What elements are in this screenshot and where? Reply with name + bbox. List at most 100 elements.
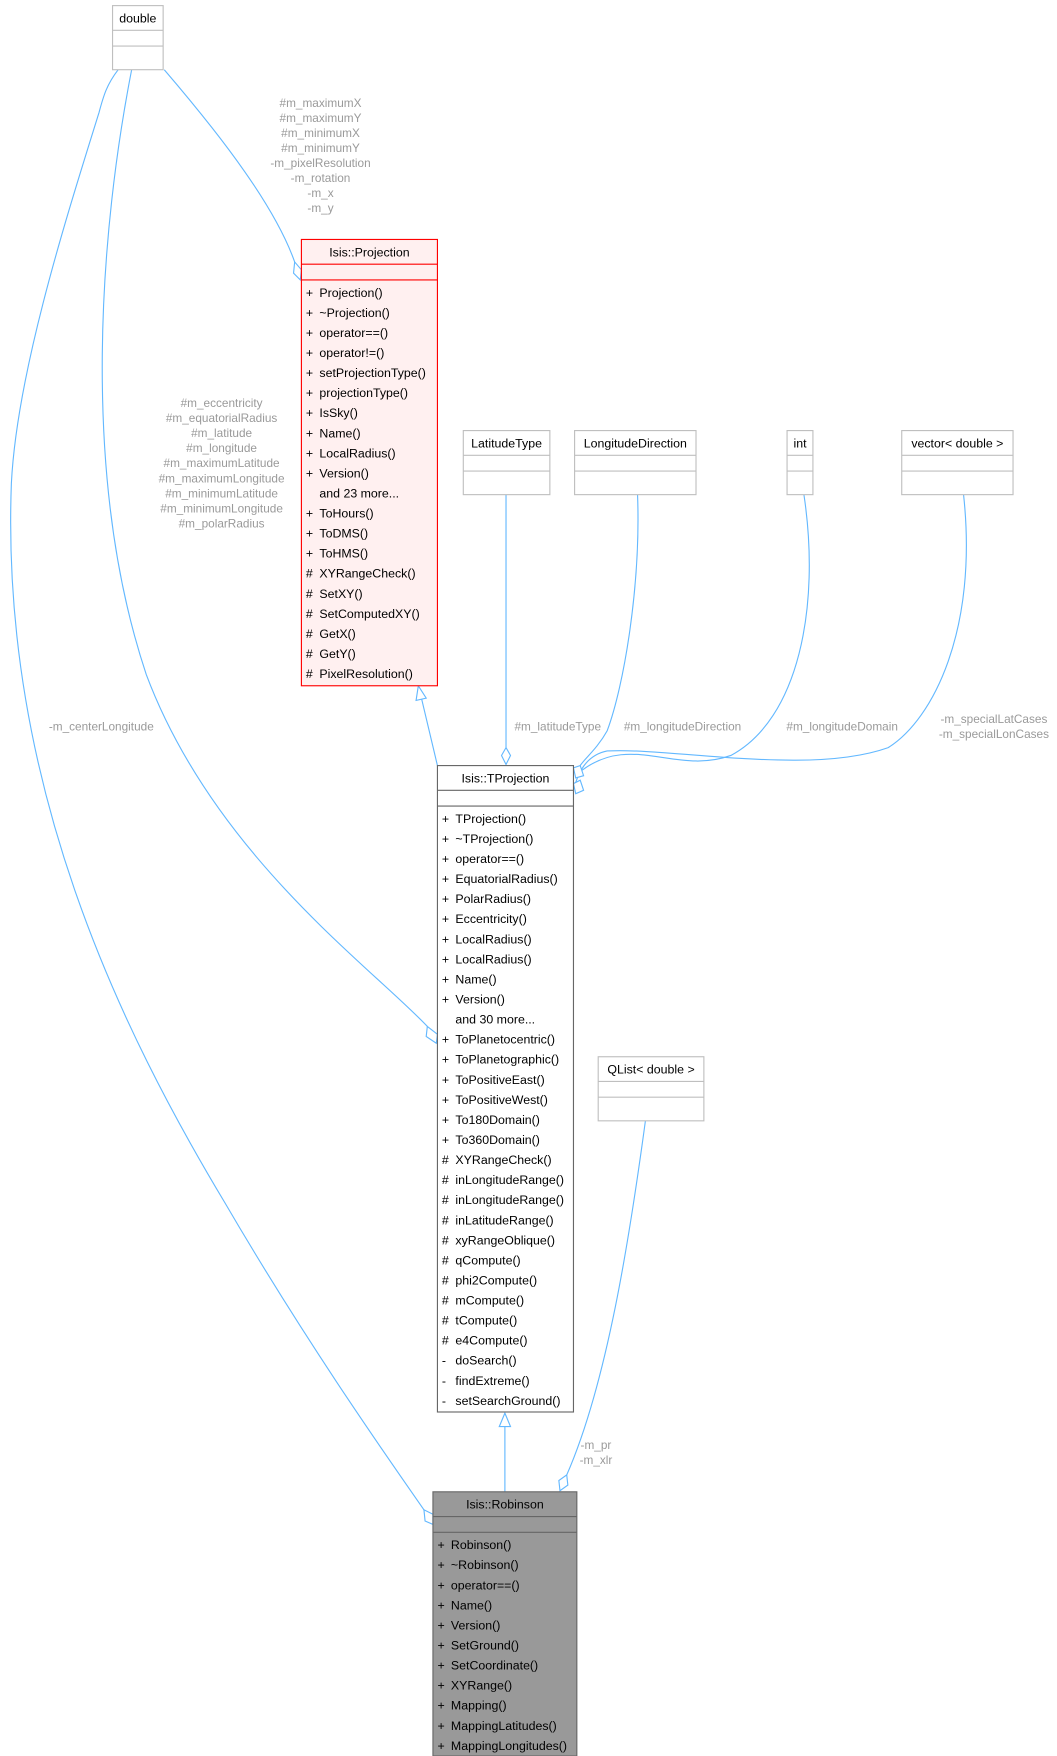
member-name[interactable]: PolarRadius() <box>455 892 531 906</box>
member-name[interactable]: inLatitudeRange() <box>455 1213 553 1227</box>
member-name[interactable]: TProjection() <box>455 812 526 826</box>
member-name[interactable]: EquatorialRadius() <box>455 872 557 886</box>
member-visibility: + <box>306 527 313 541</box>
class-box-vector[interactable]: vector< double > <box>901 430 1014 496</box>
member-visibility: + <box>437 1538 444 1552</box>
member-visibility: + <box>442 952 449 966</box>
class-title[interactable]: Isis::Robinson <box>466 1498 544 1512</box>
member-name[interactable]: e4Compute() <box>455 1334 527 1348</box>
class-box-frame <box>597 1056 705 1122</box>
class-title[interactable]: LatitudeType <box>471 436 542 450</box>
class-title[interactable]: vector< double > <box>911 436 1003 450</box>
member-name[interactable]: ToPositiveWest() <box>455 1093 548 1107</box>
member-name[interactable]: Name() <box>451 1598 492 1612</box>
class-title[interactable]: Isis::TProjection <box>461 771 549 785</box>
member-name[interactable]: XYRangeCheck() <box>455 1153 551 1167</box>
member-name[interactable]: operator!=() <box>319 346 384 360</box>
member-name[interactable]: ToDMS() <box>319 527 368 541</box>
class-box-projection[interactable]: Isis::Projection+ Projection()+ ~Projectio… <box>300 238 439 687</box>
member-name[interactable]: inLongitudeRange() <box>455 1193 564 1207</box>
member-visibility: + <box>442 932 449 946</box>
member-name[interactable]: setSearchGround() <box>455 1394 560 1408</box>
member-name[interactable]: Robinson() <box>451 1538 511 1552</box>
edge-inherit-tprojection-projection <box>421 699 438 766</box>
member-name[interactable]: ToPositiveEast() <box>455 1073 544 1087</box>
class-box-int[interactable]: int <box>786 430 814 496</box>
member-name[interactable]: operator==() <box>451 1578 520 1592</box>
member-visibility: + <box>306 306 313 320</box>
member-name[interactable]: XYRange() <box>451 1679 512 1693</box>
member-visibility: # <box>442 1253 449 1267</box>
member-name[interactable]: ~Robinson() <box>451 1558 519 1572</box>
member-visibility: # <box>442 1233 449 1247</box>
member-name[interactable]: Version() <box>319 466 368 480</box>
member-visibility: + <box>437 1699 444 1713</box>
member-name[interactable]: ToHours() <box>319 507 373 521</box>
member-name[interactable]: mCompute() <box>455 1294 524 1308</box>
member-name[interactable]: ~TProjection() <box>455 832 533 846</box>
edge-label: #m_minimumY <box>281 141 360 155</box>
member-name[interactable]: Version() <box>451 1618 500 1632</box>
member-name[interactable]: PixelResolution() <box>319 667 412 681</box>
member-name[interactable]: SetComputedXY() <box>319 607 419 621</box>
member-name[interactable]: To180Domain() <box>455 1113 540 1127</box>
class-box-robinson[interactable]: Isis::Robinson+Robinson()+~Robinson()+op… <box>432 1491 578 1756</box>
member-name[interactable]: LocalRadius() <box>319 446 395 460</box>
member-name[interactable]: tCompute() <box>455 1314 517 1328</box>
edge-label: #m_longitude <box>186 441 257 455</box>
class-title[interactable]: int <box>793 436 807 450</box>
member-name[interactable]: SetCoordinate() <box>451 1659 538 1673</box>
member-name[interactable]: setProjectionType() <box>319 366 425 380</box>
class-box-frame <box>111 5 164 71</box>
member-name[interactable]: operator==() <box>455 852 524 866</box>
member-name[interactable]: LocalRadius() <box>455 952 531 966</box>
member-name[interactable]: ~Projection() <box>319 306 389 320</box>
member-name[interactable]: xyRangeOblique() <box>455 1233 555 1247</box>
member-name[interactable]: ToPlanetocentric() <box>455 1033 555 1047</box>
class-box-frame <box>436 765 575 1413</box>
class-title[interactable]: Isis::Projection <box>329 245 409 259</box>
member-visibility: # <box>306 567 313 581</box>
member-name[interactable]: findExtreme() <box>455 1374 529 1388</box>
class-box-double[interactable]: double <box>111 5 164 71</box>
member-name[interactable]: Name() <box>319 426 360 440</box>
member-name[interactable]: IsSky() <box>319 406 357 420</box>
member-name[interactable]: doSearch() <box>455 1354 516 1368</box>
member-name[interactable]: MappingLongitudes() <box>451 1739 567 1753</box>
class-title[interactable]: double <box>119 11 156 25</box>
class-title[interactable]: QList< double > <box>607 1063 694 1077</box>
member-name[interactable]: ToPlanetographic() <box>455 1053 559 1067</box>
class-box-qlist[interactable]: QList< double > <box>597 1056 705 1122</box>
class-box-tprojection[interactable]: Isis::TProjection+ TProjection()+ ~TProjec… <box>436 765 575 1413</box>
member-name[interactable]: GetX() <box>319 627 355 641</box>
member-name[interactable]: Projection() <box>319 286 382 300</box>
member-name[interactable]: LocalRadius() <box>455 932 531 946</box>
member-name[interactable]: Version() <box>455 993 504 1007</box>
member-name[interactable]: inLongitudeRange() <box>455 1173 564 1187</box>
member-visibility: # <box>442 1153 449 1167</box>
member-name[interactable]: projectionType() <box>319 386 408 400</box>
member-name[interactable]: qCompute() <box>455 1253 520 1267</box>
member-name: and 30 more... <box>455 1013 535 1027</box>
member-visibility: + <box>442 1053 449 1067</box>
member-visibility: # <box>442 1173 449 1187</box>
member-visibility: # <box>306 587 313 601</box>
member-name[interactable]: Mapping() <box>451 1699 507 1713</box>
member-name[interactable]: To360Domain() <box>455 1133 540 1147</box>
member-name[interactable]: Eccentricity() <box>455 912 526 926</box>
member-visibility: + <box>437 1598 444 1612</box>
member-name[interactable]: operator==() <box>319 326 388 340</box>
class-box-longitudedirection[interactable]: LongitudeDirection <box>574 430 697 496</box>
member-visibility: + <box>306 406 313 420</box>
member-name[interactable]: MappingLatitudes() <box>451 1719 557 1733</box>
member-name[interactable]: phi2Compute() <box>455 1273 537 1287</box>
edge-label: #m_longitudeDirection <box>624 720 741 734</box>
class-box-latitudetype[interactable]: LatitudeType <box>462 430 551 496</box>
member-name[interactable]: XYRangeCheck() <box>319 567 415 581</box>
member-name[interactable]: Name() <box>455 972 496 986</box>
member-name[interactable]: ToHMS() <box>319 547 368 561</box>
member-name[interactable]: SetXY() <box>319 587 362 601</box>
member-name[interactable]: GetY() <box>319 647 355 661</box>
class-title[interactable]: LongitudeDirection <box>584 436 687 450</box>
member-name[interactable]: SetGround() <box>451 1638 519 1652</box>
